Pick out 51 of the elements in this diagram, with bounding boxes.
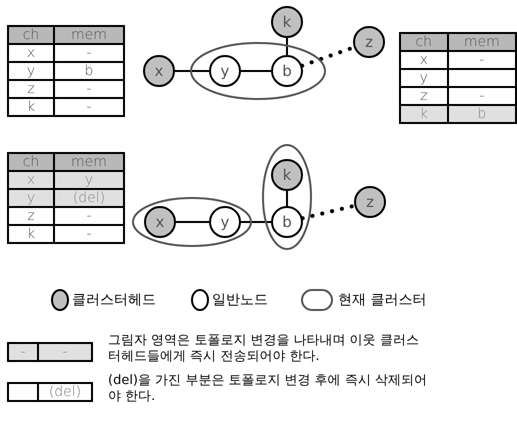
cluster-head-circle: k [271, 159, 303, 191]
table-cell: y [8, 62, 54, 80]
table-cell: b [54, 62, 124, 80]
legend-text: 일반노드 [212, 291, 268, 309]
table-cell: - [8, 343, 38, 361]
table-cell: y [54, 171, 124, 189]
table-cell: - [38, 343, 92, 361]
link-line [241, 70, 271, 72]
link-line [286, 38, 288, 55]
table-cell: - [54, 44, 124, 62]
node-circle: y [209, 206, 241, 238]
legend-text: (del)을 가진 부분은 토폴로지 변경 후에 즉시 삭제되어야 한다. [108, 373, 428, 405]
header-cell: mem [54, 26, 124, 44]
legend-text: 클러스터헤드 [72, 291, 156, 309]
table-cell: k [8, 225, 54, 243]
cluster-head-circle: x [144, 206, 176, 238]
table-cell: - [54, 80, 124, 98]
table-cell: - [448, 51, 516, 69]
header-cell: ch [400, 33, 448, 51]
node-circle: b [271, 206, 303, 238]
table-cell: z [8, 80, 54, 98]
header-cell: mem [448, 33, 516, 51]
legend-text: 현재 클러스터 [338, 291, 426, 309]
cluster-head-circle: x [143, 55, 175, 87]
table-cell: - [54, 225, 124, 243]
link-line [286, 191, 288, 206]
table-cell: (del) [54, 189, 124, 207]
link-line [241, 221, 271, 223]
table-cell: b [448, 105, 516, 123]
table-cell: y [400, 69, 448, 87]
table-cell: k [8, 98, 54, 116]
node-circle: y [209, 55, 241, 87]
table-cell: - [54, 207, 124, 225]
legend-text: 그림자 영역은 토폴로지 변경을 나타내며 이웃 클러스터헤드들에게 즉시 전송되어야 한다. [108, 333, 420, 365]
cluster-head-circle: z [354, 186, 386, 218]
table-cell: z [8, 207, 54, 225]
node-circle: b [271, 55, 303, 87]
dotted-link [300, 204, 356, 220]
table-cell: - [54, 98, 124, 116]
cluster-head-circle: k [271, 6, 303, 38]
header-cell: ch [8, 153, 54, 171]
link-line [176, 221, 209, 223]
header-cell: ch [8, 26, 54, 44]
table-cell: x [8, 171, 54, 189]
cluster-head-circle: z [353, 26, 385, 58]
table-cell: k [400, 105, 448, 123]
header-cell: mem [54, 153, 124, 171]
table-cell: (del) [38, 383, 92, 401]
table-cell: x [8, 44, 54, 62]
table-cell: y [8, 189, 54, 207]
table-cell: x [400, 51, 448, 69]
